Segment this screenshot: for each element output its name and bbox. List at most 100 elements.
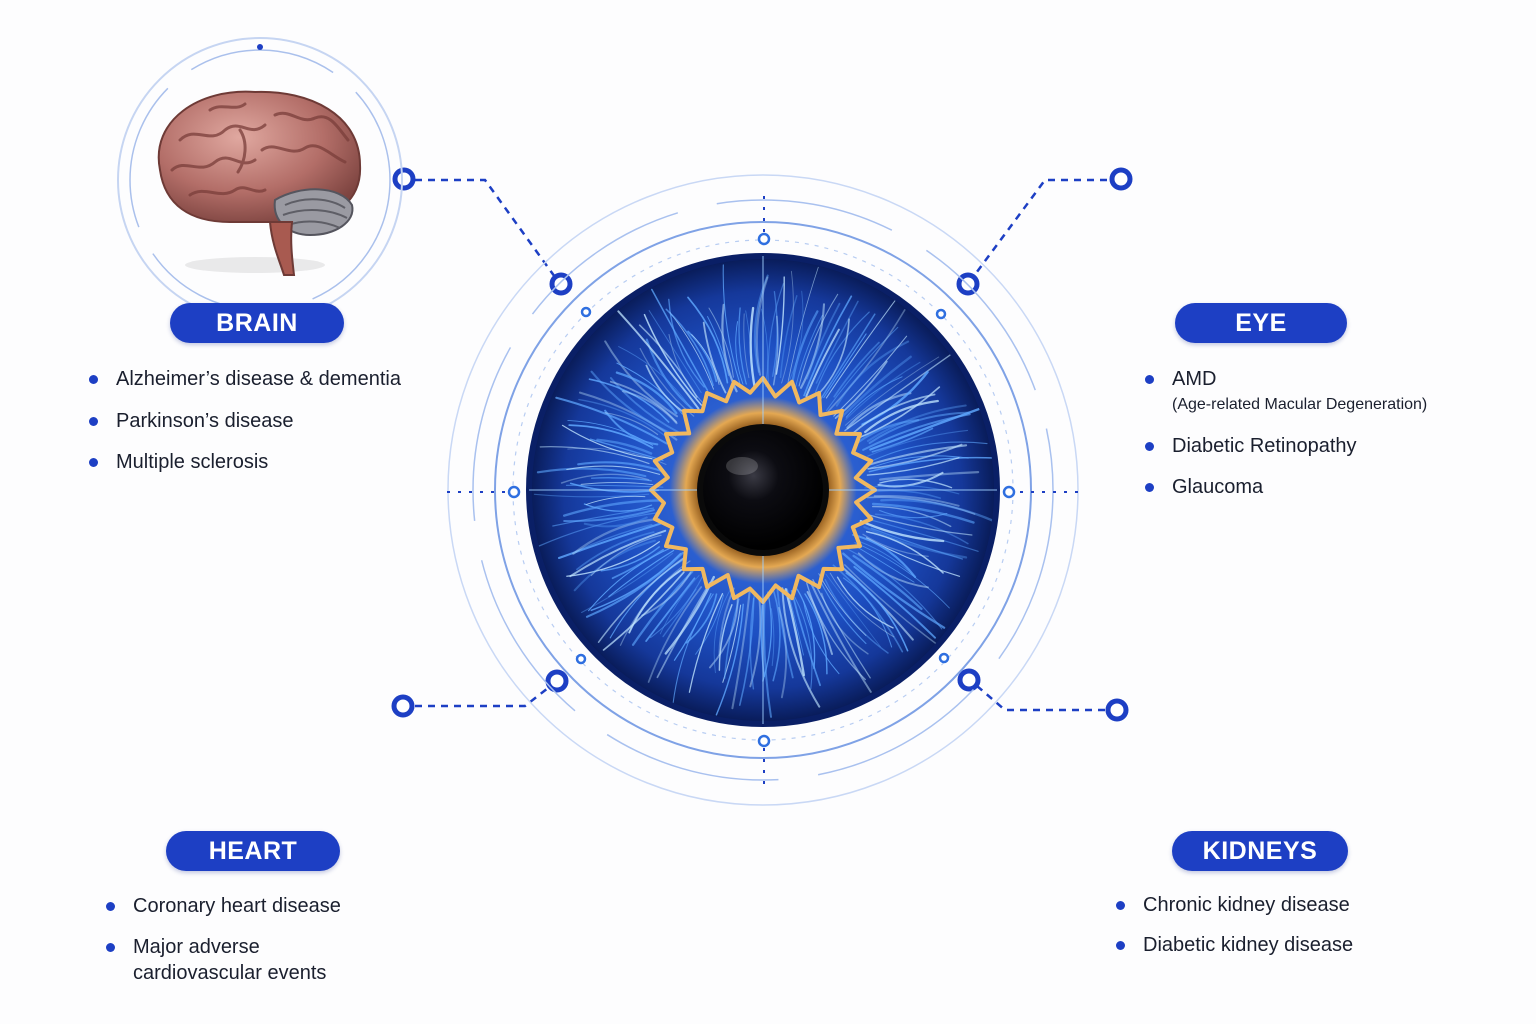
iris-fiber — [665, 308, 714, 387]
iris-fiber — [707, 316, 730, 376]
iris-fiber — [779, 295, 798, 379]
iris-fiber — [708, 307, 734, 378]
iris-fiber — [600, 546, 660, 572]
iris-fiber — [622, 390, 678, 425]
node-brain-outer — [392, 167, 416, 191]
iris-fiber — [715, 603, 744, 716]
eye-label: EYE — [1175, 303, 1347, 343]
iris-fiber — [824, 578, 889, 654]
iris-fiber — [862, 533, 929, 558]
iris-fiber — [867, 518, 979, 552]
iris-fiber — [784, 588, 806, 677]
iris-fiber — [809, 580, 872, 693]
iris-fiber — [731, 588, 751, 710]
iris-fiber — [852, 554, 923, 611]
iris-fiber — [576, 531, 655, 571]
iris-fiber — [709, 596, 739, 669]
list-item: Major adverse cardiovascular events — [106, 934, 466, 986]
bullet-dot — [1145, 375, 1154, 384]
condition-text: Glaucoma — [1172, 476, 1264, 498]
iris-fiber — [791, 310, 819, 385]
iris-fiber — [583, 516, 648, 528]
kidneys-conditions: Chronic kidney disease Diabetic kidney d… — [1116, 892, 1476, 958]
iris-fiber — [841, 355, 912, 418]
condition-text-continued: cardiovascular events — [133, 962, 327, 984]
iris-fiber — [668, 298, 705, 388]
iris-fiber — [790, 590, 821, 687]
iris-fiber — [814, 311, 870, 394]
iris-fiber — [804, 593, 828, 675]
iris-fiber — [590, 552, 682, 612]
iris-fiber — [853, 565, 936, 639]
list-item: Diabetic Retinopathy — [1145, 433, 1505, 459]
bullet-dot — [106, 902, 115, 911]
iris-fiber — [609, 380, 678, 423]
iris-fiber — [573, 539, 656, 592]
iris-fiber — [557, 521, 664, 560]
iris-fiber — [867, 514, 973, 536]
iris-fiber — [781, 587, 821, 708]
condition-text: Major adverse — [133, 936, 260, 958]
iris-fiber — [842, 577, 893, 648]
iris-fiber — [818, 318, 850, 395]
iris-fiber — [864, 399, 939, 434]
brain-label: BRAIN — [170, 303, 344, 343]
iris-fiber — [859, 541, 915, 577]
iris-fiber — [767, 283, 784, 391]
iris-fiber — [687, 330, 718, 383]
iris-fiber — [588, 378, 670, 423]
iris-fiber — [536, 467, 647, 478]
eye-conditions: AMD(Age-related Macular Degeneration) Di… — [1145, 366, 1505, 500]
node-heart-inner — [545, 669, 569, 693]
iris-fiber — [844, 564, 939, 646]
iris-fiber — [803, 600, 840, 675]
iris-fiber — [844, 354, 952, 432]
iris-fiber — [609, 558, 685, 639]
iris-fiber — [863, 525, 968, 559]
iris-fiber — [866, 404, 967, 443]
bullet-dot — [106, 943, 115, 952]
iris-fiber — [560, 473, 650, 484]
iris-fiber — [869, 455, 969, 469]
list-item: Diabetic kidney disease — [1116, 932, 1476, 958]
iris-fiber — [871, 427, 934, 453]
iris-fiber — [590, 370, 677, 437]
iris-fiber — [869, 407, 982, 451]
iris-fiber — [641, 571, 692, 617]
condition-text: AMD — [1172, 368, 1217, 390]
iris-fiber — [650, 575, 704, 639]
iris-fiber — [691, 334, 720, 385]
iris-fiber — [879, 478, 953, 489]
iris-fiber — [645, 577, 696, 642]
iris-fiber — [871, 441, 988, 462]
iris-fiber — [597, 555, 687, 643]
iris-fiber — [631, 570, 694, 646]
iris-fiber — [870, 527, 964, 560]
node-brain-inner — [549, 272, 573, 296]
iris-fiber — [638, 324, 698, 398]
iris-fiber — [585, 551, 684, 618]
list-item: Chronic kidney disease — [1116, 892, 1476, 918]
iris-icon — [526, 253, 1000, 727]
iris-fiber — [827, 309, 906, 412]
iris-fiber — [590, 477, 653, 482]
iris-fiber — [854, 542, 950, 609]
node-eye-outer — [1109, 167, 1133, 191]
bullet-dot — [1145, 483, 1154, 492]
iris-fiber — [850, 393, 936, 436]
iris-fiber — [856, 419, 920, 444]
iris-fiber — [845, 547, 943, 630]
connector-eye — [966, 178, 1120, 285]
iris-fiber — [609, 377, 679, 433]
iris-fiber — [825, 326, 899, 411]
brain-conditions: Alzheimer’s disease & dementia Parkinson… — [89, 366, 449, 475]
iris-fiber — [776, 588, 794, 679]
iris-fiber — [580, 482, 654, 486]
iris-fiber — [569, 529, 667, 578]
bullet-dot — [1116, 901, 1125, 910]
condition-text: Alzheimer’s disease & dementia — [116, 368, 401, 390]
iris-fiber — [845, 361, 921, 420]
iris-fiber — [775, 276, 785, 375]
